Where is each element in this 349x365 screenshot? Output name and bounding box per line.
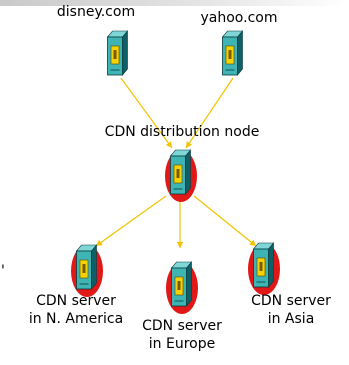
origin-label-yahoo: yahoo.com	[200, 10, 278, 26]
server-label-europe-line1: CDN server	[142, 318, 222, 334]
arrow-distribution-to-europe	[176, 198, 184, 248]
origin-label-disney: disney.com	[56, 4, 136, 20]
arrow-disney-to-distribution	[120, 77, 173, 149]
server-label-europe: CDN server in Europe	[134, 317, 230, 353]
server-label-asia-line1: CDN server	[251, 293, 331, 309]
arrow-distribution-to-asia	[193, 195, 257, 247]
server-label-europe-line2: in Europe	[148, 336, 216, 352]
server-label-north-america-line2: in N. America	[28, 311, 124, 327]
stray-mark: '	[1, 263, 5, 279]
arrow-distribution-to-north-america	[95, 195, 167, 247]
arrow-yahoo-to-distribution	[185, 77, 234, 149]
server-label-asia-line2: in Asia	[267, 311, 315, 327]
server-label-asia: CDN server in Asia	[243, 292, 339, 328]
server-label-north-america: CDN server in N. America	[18, 292, 134, 328]
top-bar	[0, 0, 349, 6]
server-icon-yahoo	[221, 30, 244, 76]
server-icon-distribution-node	[165, 149, 197, 202]
server-icon-asia	[248, 242, 280, 295]
server-icon-north-america	[71, 244, 103, 297]
server-label-north-america-line1: CDN server	[36, 293, 116, 309]
arrows	[95, 77, 257, 248]
nodes	[71, 30, 280, 314]
server-icon-disney	[106, 30, 129, 76]
distribution-node-label: CDN distribution node	[104, 124, 260, 140]
server-icon-europe	[166, 261, 198, 314]
